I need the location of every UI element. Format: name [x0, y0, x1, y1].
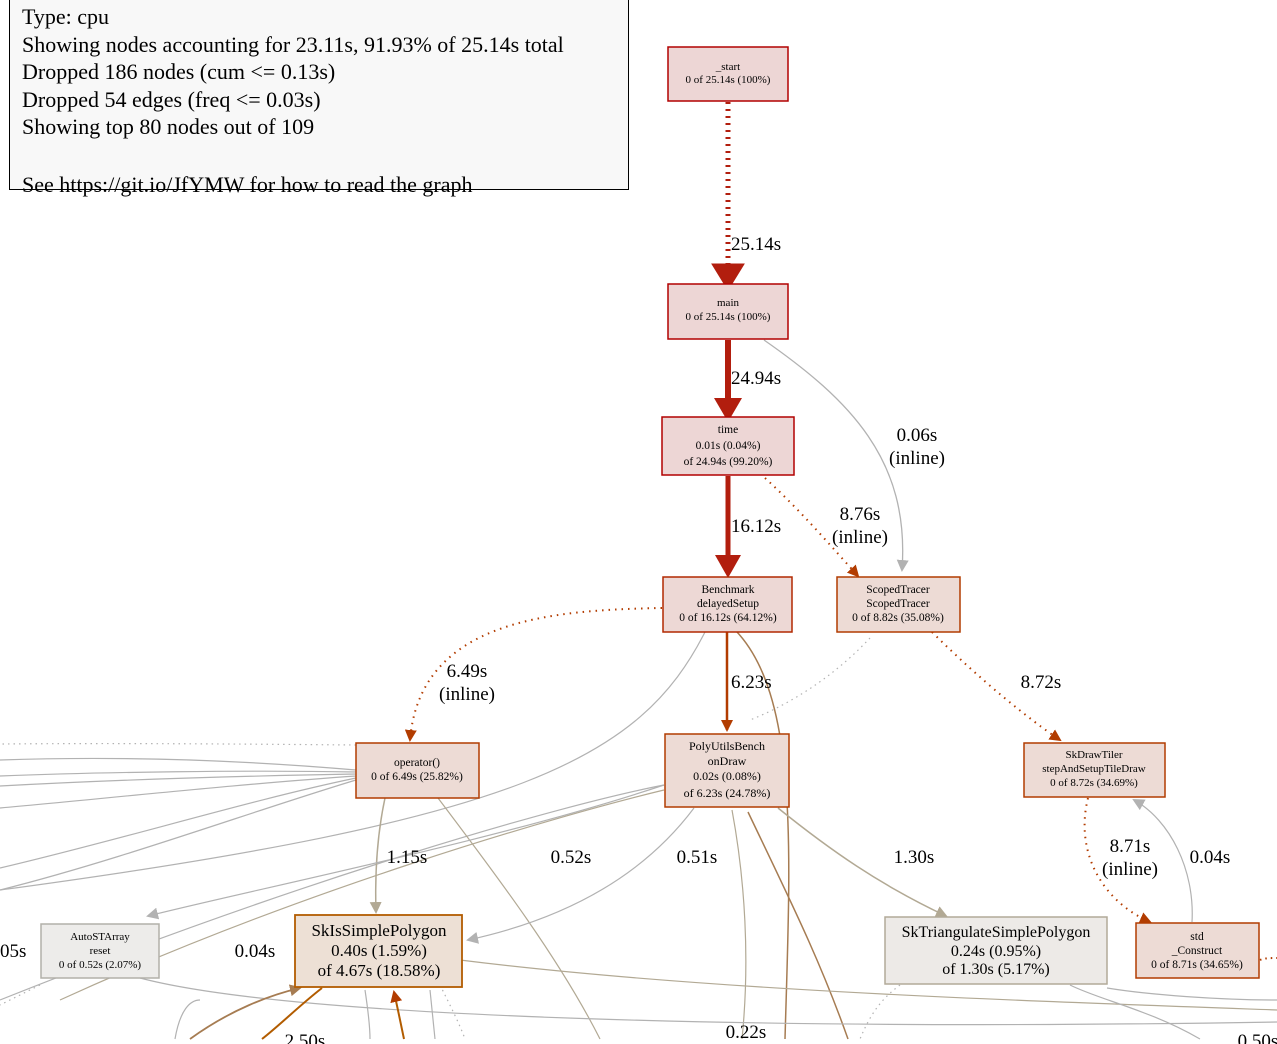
node-skis-line-2: 0.40s (1.59%): [331, 941, 427, 960]
label-bench-poly: 6.23s: [731, 672, 772, 693]
node-benchmark-line-2: delayedSetup: [697, 598, 759, 610]
label-std-tiler: 0.04s: [1190, 847, 1231, 868]
node-time-line-2: 0.01s (0.04%): [696, 440, 761, 452]
node-scopedtracer-line-1: ScopedTracer: [866, 584, 930, 596]
node-polyutils-line-4: of 6.23s (24.78%): [684, 786, 771, 800]
node-skdrawtiler-line-1: SkDrawTiler: [1065, 749, 1122, 761]
node-skis-line-3: of 4.67s (18.58%): [318, 961, 441, 980]
node-sktriangulate[interactable]: SkTriangulateSimplePolygon 0.24s (0.95%)…: [884, 916, 1108, 985]
node-main-line-1: main: [717, 297, 739, 309]
node-autostarray-line-3: 0 of 0.52s (2.07%): [59, 959, 142, 971]
edge-left-skis: [189, 984, 302, 1040]
edge-time-bench-arrow: [715, 555, 741, 578]
legend-dropped-edges: Dropped 54 edges (freq <= 0.03s): [22, 86, 321, 112]
label-bottom-a: 0.22s: [726, 1022, 767, 1043]
edge-poly-skis: [466, 807, 695, 944]
node-time-line-3: of 24.94s (99.20%): [684, 456, 773, 468]
node-autostarray-line-2: reset: [90, 945, 111, 957]
node-polyutils-line-1: PolyUtilsBench: [689, 739, 765, 753]
node-time-line-1: time: [718, 424, 738, 436]
legend-showing: Showing nodes accounting for 23.11s, 91.…: [22, 31, 564, 57]
edge-std-tiler: [1132, 799, 1193, 923]
node-operator-line-1: operator(): [394, 757, 440, 769]
node-start-line-2: 0 of 25.14s (100%): [686, 74, 771, 86]
node-sktri-line-2: 0.24s (0.95%): [951, 943, 1041, 960]
edge-up-skis: [390, 990, 405, 1040]
node-polyutils-line-3: 0.02s (0.08%): [693, 769, 761, 783]
label-tiler-std-1: 8.71s: [1110, 836, 1151, 857]
node-time[interactable]: time 0.01s (0.04%) of 24.94s (99.20%): [661, 416, 795, 476]
node-scopedtracer-line-3: 0 of 8.82s (35.08%): [852, 612, 944, 624]
node-operator[interactable]: operator() 0 of 6.49s (25.82%): [355, 742, 480, 799]
edge-start-main-arrow: [711, 263, 745, 291]
node-polyutilsbench[interactable]: PolyUtilsBench onDraw 0.02s (0.08%) of 6…: [664, 733, 790, 808]
node-scopedtracer-line-2: ScopedTracer: [866, 598, 930, 610]
node-scopedtracer[interactable]: ScopedTracer ScopedTracer 0 of 8.82s (35…: [836, 576, 961, 633]
label-main-scoped-1: 0.06s: [897, 425, 938, 446]
label-time-scoped-2: (inline): [832, 527, 888, 548]
label-poly-skis: 0.51s: [677, 847, 718, 868]
label-bench-operator-2: (inline): [439, 684, 495, 705]
label-left-skis: 0.04s: [235, 941, 276, 962]
legend-box: Type: cpu Showing nodes accounting for 2…: [9, 0, 629, 197]
node-benchmark-line-3: 0 of 16.12s (64.12%): [679, 612, 777, 624]
label-bottom-b: 2.50s: [285, 1031, 326, 1044]
node-skdrawtiler-line-2: stepAndSetupTileDraw: [1042, 763, 1146, 775]
node-benchmark[interactable]: Benchmark delayedSetup 0 of 16.12s (64.1…: [662, 576, 793, 633]
node-main-line-2: 0 of 25.14s (100%): [686, 311, 771, 323]
legend-type: Type: cpu: [22, 4, 110, 29]
label-time-bench: 16.12s: [731, 516, 781, 537]
label-main-scoped-2: (inline): [889, 448, 945, 469]
label-bench-operator-1: 6.49s: [447, 661, 488, 682]
node-skdrawtiler-line-3: 0 of 8.72s (34.69%): [1050, 777, 1138, 789]
label-operator-skis: 1.15s: [387, 847, 428, 868]
label-left-partial: 05s: [0, 941, 26, 962]
node-autostarray[interactable]: AutoSTArray reset 0 of 0.52s (2.07%): [40, 923, 160, 979]
node-start[interactable]: _start 0 of 25.14s (100%): [667, 46, 789, 102]
offscreen-edges: [0, 631, 1277, 1040]
label-tiler-std-2: (inline): [1102, 859, 1158, 880]
legend-help-link[interactable]: See https://git.io/JfYMW for how to read…: [22, 171, 473, 197]
edge-skis-down: [261, 987, 323, 1040]
node-sktri-line-3: of 1.30s (5.17%): [942, 961, 1050, 978]
label-main-time: 24.94s: [731, 368, 781, 389]
node-polyutils-line-2: onDraw: [708, 754, 747, 768]
edge-poly-tri: [777, 807, 948, 918]
node-skis-line-1: SkIsSimplePolygon: [311, 921, 447, 940]
node-sktri-line-1: SkTriangulateSimplePolygon: [902, 924, 1091, 941]
edge-main-time-arrow: [714, 398, 742, 422]
node-stdconstruct[interactable]: std _Construct 0 of 8.71s (34.65%): [1135, 922, 1260, 979]
node-std-line-1: std: [1190, 931, 1204, 943]
label-poly-tri: 1.30s: [894, 847, 935, 868]
legend-dropped-nodes: Dropped 186 nodes (cum <= 0.13s): [22, 59, 336, 84]
edge-poly-auto: [146, 784, 665, 920]
edge-main-scoped: [763, 339, 909, 572]
edge-operator-skis: [369, 797, 386, 914]
node-std-line-2: _Construct: [1171, 945, 1223, 957]
legend-top-nodes: Showing top 80 nodes out of 109: [22, 114, 315, 139]
node-skdrawtiler[interactable]: SkDrawTiler stepAndSetupTileDraw 0 of 8.…: [1023, 742, 1166, 798]
node-skissimplepolygon[interactable]: SkIsSimplePolygon 0.40s (1.59%) of 4.67s…: [294, 914, 463, 988]
node-start-line-1: _start: [715, 61, 740, 73]
label-start-main: 25.14s: [731, 234, 781, 255]
label-scoped-tiler: 8.72s: [1021, 672, 1062, 693]
label-bottom-c: 0.50s: [1238, 1031, 1277, 1044]
node-main[interactable]: main 0 of 25.14s (100%): [667, 283, 789, 340]
label-poly-auto: 0.52s: [551, 847, 592, 868]
node-std-line-3: 0 of 8.71s (34.65%): [1151, 959, 1243, 971]
label-time-scoped-1: 8.76s: [840, 504, 881, 525]
node-benchmark-line-1: Benchmark: [701, 584, 754, 596]
node-autostarray-line-1: AutoSTArray: [70, 931, 130, 943]
node-operator-line-2: 0 of 6.49s (25.82%): [371, 771, 463, 783]
